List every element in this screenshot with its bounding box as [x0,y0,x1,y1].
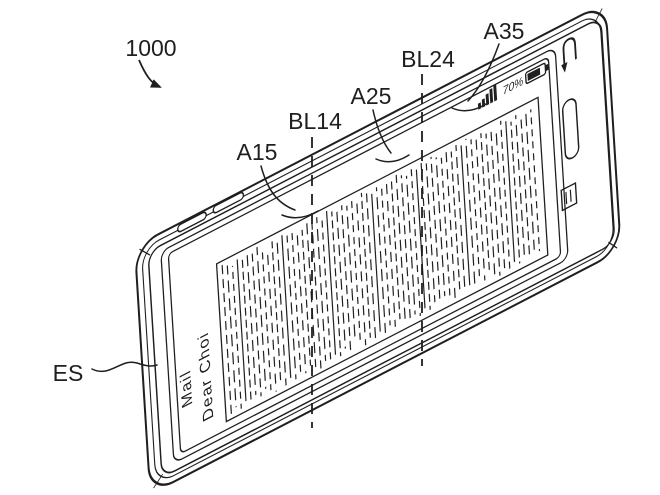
content-hatch-panel [215,96,549,423]
screen-text-line [311,223,322,369]
side-pill-button [561,98,580,160]
screen-text-line [420,162,431,311]
leader-a15 [260,165,319,219]
screen [167,58,562,453]
screen-text-line [336,211,346,349]
device-rollable-phone: 70% Mail Dear Choi [135,8,621,489]
screen-text-line [291,228,302,373]
battery-icon [524,62,549,85]
screen-text-line [371,193,381,332]
leader-a25 [372,109,410,163]
screen-text-line [241,259,252,403]
leader-a35 [451,43,500,112]
screen-text-line [281,234,292,379]
hatch-lines-group [221,108,541,416]
screen-text-line [341,204,352,351]
screen-text-line [360,192,371,338]
screen-text-line [495,127,506,269]
device-outer-body [135,10,621,486]
screen-text-line [381,187,391,326]
screen-text-line [500,120,511,270]
screen-text-line [530,109,541,252]
screen-text-line [271,241,282,385]
screen-text-line [475,139,486,281]
corner-chamfer-marks [139,8,618,489]
screen-text-line [266,247,277,392]
screen-text-line [325,210,337,356]
screen-text-line [465,138,476,287]
label-a15: A15 [237,139,278,165]
screen-text-line [410,168,421,317]
screen-text-line [455,144,466,294]
pointer-arrow-1000 [138,59,162,88]
screen-text-line [480,132,491,274]
label-1000: 1000 [125,35,176,61]
screen-text-line [385,180,396,328]
label-bl24: BL24 [401,46,455,72]
screen-text-line [365,193,377,340]
screen-text-line [261,247,272,391]
volume-button-lower [177,211,207,233]
screen-text-line [405,175,416,315]
screen-text-line [256,246,267,390]
signal-bars-icon [477,84,498,110]
screen-text-line [296,229,307,374]
screen-text-line [510,121,521,264]
screen-text-line [430,156,441,304]
screen-text-line [356,199,367,346]
back-arrow-icon [561,37,577,73]
screen-text-line [375,186,387,334]
screen-text-line [231,265,242,409]
screen-text-line [485,133,496,275]
screen-text-line [221,264,233,416]
screen-text-line [415,169,426,309]
volume-button-upper [212,191,245,214]
screen-text-line [445,150,456,300]
screen-text-line [505,120,516,263]
screen-text-line [515,114,525,257]
screen-text-line [236,259,247,402]
screen-text-line [470,138,481,280]
screen-text-line [490,126,501,276]
screen-text-line [390,181,401,320]
screen-text-line [440,157,451,298]
label-es: ES [53,360,84,386]
screen-bezel [160,49,569,461]
leader-es [91,361,158,372]
screen-text-line [425,163,436,303]
screen-text-line [346,205,356,343]
screen-text-line [460,145,471,286]
screen-text-line [400,175,412,323]
label-a25: A25 [351,83,392,109]
screen-text-line [316,216,327,362]
label-bl14: BL14 [288,108,342,134]
label-a35: A35 [484,18,525,44]
device-front-face [148,21,615,474]
screen-text-line [321,217,332,363]
screen-text-line [435,157,446,297]
screen-text-line [246,252,257,396]
screen-text-line [251,253,262,397]
screen-text-line [226,265,237,408]
screen-text-line [276,241,287,386]
screen-text-line [331,211,342,357]
device-edge-band [142,18,614,479]
screen-text-line [350,198,362,345]
screen-text-line [395,174,406,321]
screen-text-line [524,108,535,250]
screen-text-mail: Mail [178,366,196,410]
screen-text-dear-choi: Dear Choi [195,328,216,424]
screen-text-line [520,115,531,258]
screen-text-line [301,229,312,366]
screen-text-line [286,235,297,380]
screen-text-line [450,151,461,292]
menu-icon [560,181,578,212]
